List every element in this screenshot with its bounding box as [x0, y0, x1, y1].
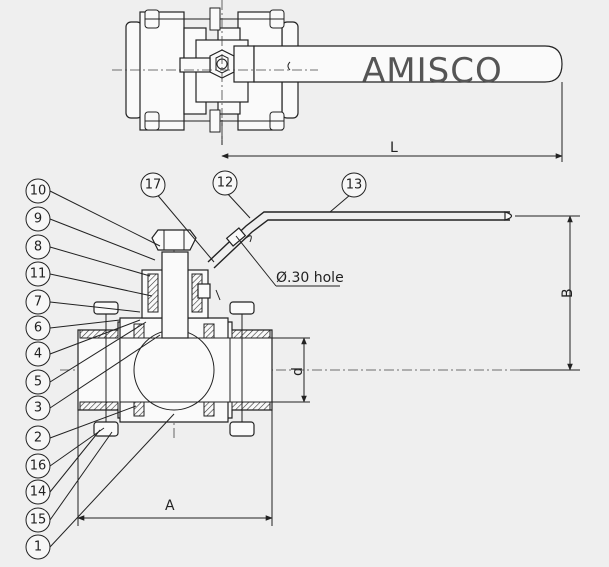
callout-7: 7 — [25, 289, 51, 315]
callout-3: 3 — [25, 395, 51, 421]
svg-text:14: 14 — [30, 485, 47, 500]
svg-text:15: 15 — [30, 513, 47, 528]
logo-text: AMISCO — [362, 51, 503, 91]
svg-text:8: 8 — [34, 240, 42, 255]
callout-17: 17 — [140, 172, 166, 198]
callout-11: 11 — [25, 261, 51, 287]
svg-text:12: 12 — [217, 176, 234, 191]
svg-text:2: 2 — [34, 431, 42, 446]
callout-2: 2 — [25, 425, 51, 451]
dimension-L: L — [390, 140, 398, 156]
dimension-d: d — [290, 367, 306, 376]
callout-15: 15 — [25, 507, 51, 533]
callout-8: 8 — [25, 234, 51, 260]
callout-16: 16 — [25, 453, 51, 479]
amisco-logo: AMISCO — [362, 51, 503, 91]
callouts: 10 9 8 11 7 6 4 5 3 2 16 14 15 1 17 12 1… — [25, 170, 367, 560]
callout-5: 5 — [25, 369, 51, 395]
svg-text:9: 9 — [34, 212, 42, 227]
svg-text:4: 4 — [34, 347, 42, 362]
svg-text:13: 13 — [346, 178, 363, 193]
section-view: Ø.30 hole d B A — [60, 211, 580, 526]
callout-6: 6 — [25, 315, 51, 341]
svg-text:11: 11 — [30, 267, 47, 282]
svg-text:16: 16 — [30, 459, 47, 474]
svg-text:5: 5 — [34, 375, 42, 390]
dimension-B: B — [560, 288, 576, 298]
svg-text:10: 10 — [30, 184, 47, 199]
callout-14: 14 — [25, 479, 51, 505]
callout-9: 9 — [25, 206, 51, 232]
top-view: AMISCO L — [112, 0, 563, 162]
dimension-A: A — [165, 498, 175, 514]
svg-text:6: 6 — [34, 321, 42, 336]
callout-10: 10 — [25, 178, 51, 204]
callout-1: 1 — [25, 534, 51, 560]
callout-13: 13 — [341, 172, 367, 198]
callout-4: 4 — [25, 341, 51, 367]
callout-12: 12 — [212, 170, 238, 196]
leader-lines — [49, 190, 351, 548]
hole-note: Ø.30 hole — [276, 270, 344, 286]
svg-text:17: 17 — [145, 178, 162, 193]
svg-text:1: 1 — [34, 540, 42, 555]
svg-text:3: 3 — [34, 401, 42, 416]
svg-text:7: 7 — [34, 295, 42, 310]
